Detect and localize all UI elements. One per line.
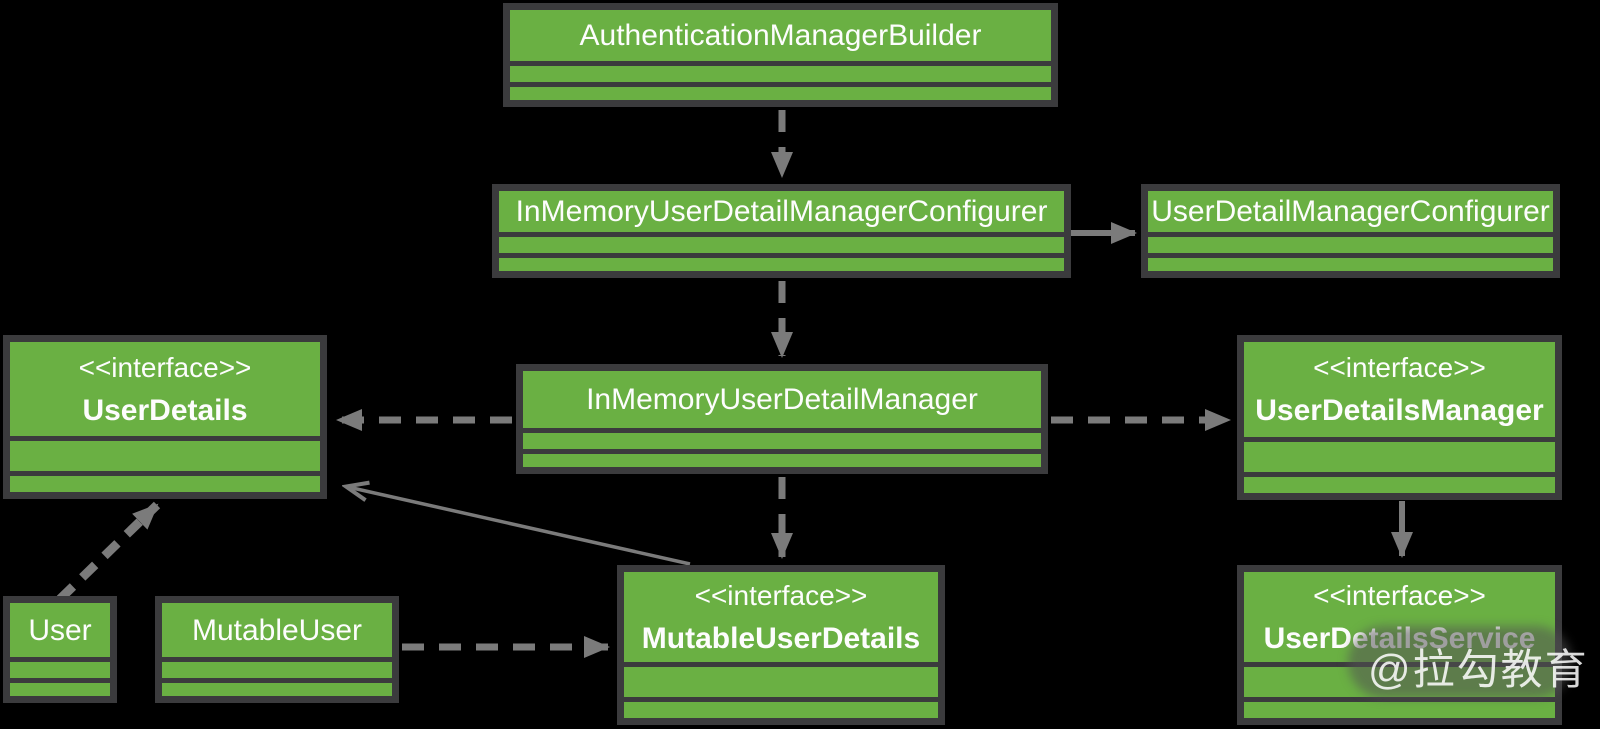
dep-user-to-userdetails — [56, 501, 161, 603]
class-name: MutableUserDetails — [641, 621, 921, 655]
class-name: MutableUser — [191, 613, 363, 647]
attributes-compartment — [624, 667, 938, 697]
interface-box-mutableuserdetails: <<interface>> MutableUserDetails — [617, 565, 945, 725]
title-compartment: <<interface>> UserDetailsManager — [1244, 342, 1555, 437]
methods-compartment — [1244, 477, 1555, 493]
interface-box-userdetails: <<interface>> UserDetails — [3, 335, 327, 499]
title-compartment: User — [10, 603, 110, 657]
title-compartment: InMemoryUserDetailManager — [523, 371, 1041, 428]
class-box-mutableuser: MutableUser — [155, 596, 399, 703]
title-compartment: UserDetailManagerConfigurer — [1148, 191, 1553, 232]
title-compartment: <<interface>> UserDetails — [10, 342, 320, 436]
class-box-inmemoryuserdetailmanagerconfigurer: InMemoryUserDetailManagerConfigurer — [492, 184, 1071, 278]
methods-compartment — [624, 702, 938, 718]
gen-mutableuserdetails-to-userdetails — [348, 487, 691, 566]
methods-compartment — [499, 258, 1064, 271]
class-name: UserDetails — [82, 393, 248, 427]
attributes-compartment — [1244, 442, 1555, 472]
class-name: AuthenticationManagerBuilder — [579, 19, 982, 52]
methods-compartment — [510, 87, 1051, 100]
title-compartment: InMemoryUserDetailManagerConfigurer — [499, 191, 1064, 232]
class-name: User — [28, 613, 92, 647]
class-name: InMemoryUserDetailManager — [586, 383, 978, 416]
methods-compartment — [10, 476, 320, 492]
methods-compartment — [162, 683, 392, 696]
watermark-text: @拉勾教育 — [1368, 646, 1589, 693]
class-name: UserDetailsManager — [1255, 394, 1544, 427]
class-box-inmemoryuserdetailmanager: InMemoryUserDetailManager — [516, 364, 1048, 474]
title-compartment: MutableUser — [162, 603, 392, 657]
methods-compartment — [1244, 702, 1555, 718]
attributes-compartment — [523, 433, 1041, 449]
attributes-compartment — [510, 66, 1051, 82]
interface-box-userdetailsmanager: <<interface>> UserDetailsManager — [1237, 335, 1562, 500]
interface-stereotype: <<interface>> — [1313, 352, 1486, 383]
class-name: UserDetailManagerConfigurer — [1151, 195, 1550, 228]
attributes-compartment — [1148, 237, 1553, 253]
interface-stereotype: <<interface>> — [1313, 579, 1486, 611]
interface-stereotype: <<interface>> — [694, 579, 868, 611]
attributes-compartment — [10, 441, 320, 471]
class-box-user: User — [3, 596, 117, 703]
interface-stereotype: <<interface>> — [78, 351, 252, 383]
class-name: InMemoryUserDetailManagerConfigurer — [515, 195, 1048, 228]
watermark-background-blob — [1348, 626, 1572, 698]
methods-compartment — [523, 454, 1041, 467]
methods-compartment — [1148, 258, 1553, 271]
class-box-userdetailmanagerconfigurer: UserDetailManagerConfigurer — [1141, 184, 1560, 278]
attributes-compartment — [499, 237, 1064, 253]
attributes-compartment — [10, 662, 110, 678]
attributes-compartment — [162, 662, 392, 678]
title-compartment: AuthenticationManagerBuilder — [510, 10, 1051, 61]
title-compartment: <<interface>> MutableUserDetails — [624, 572, 938, 662]
methods-compartment — [10, 683, 110, 696]
class-box-authenticationmanagerbuilder: AuthenticationManagerBuilder — [503, 3, 1058, 107]
